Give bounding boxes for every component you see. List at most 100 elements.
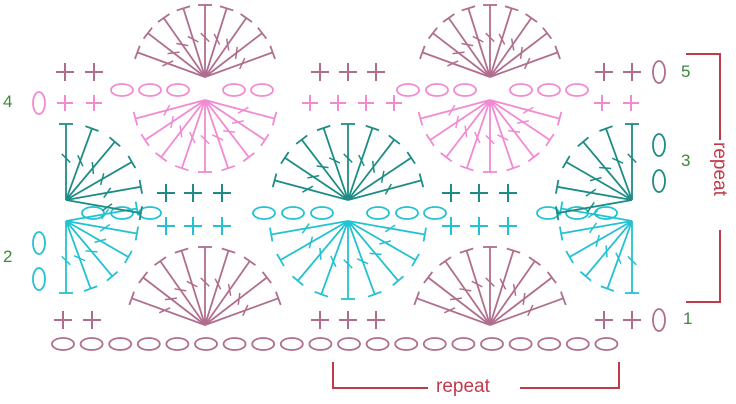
row-4-stitches <box>32 83 639 173</box>
double-crochet <box>489 17 533 78</box>
double-crochet-slash <box>176 42 189 47</box>
double-crochet-top <box>140 133 150 147</box>
double-crochet-slash <box>343 259 353 269</box>
double-crochet <box>465 250 491 326</box>
single-crochet <box>594 95 610 111</box>
single-crochet <box>56 63 74 81</box>
double-crochet <box>301 139 349 201</box>
chain-stitch <box>425 83 449 97</box>
chain-stitch <box>32 267 46 291</box>
double-crochet-top <box>419 45 426 60</box>
double-crochet-top <box>504 5 519 12</box>
double-crochet <box>65 199 142 215</box>
double-crochet-top <box>275 291 282 306</box>
single-crochet <box>442 184 460 202</box>
double-crochet-slash <box>605 245 608 258</box>
double-crochet <box>582 141 633 201</box>
double-crochet-slash <box>627 153 637 163</box>
single-crochet <box>623 311 641 329</box>
double-crochet-top <box>556 111 563 126</box>
double-crochet-top <box>261 271 272 284</box>
double-crochet-top <box>128 291 135 306</box>
double-crochet-top <box>269 45 276 60</box>
double-crochet-top <box>440 152 453 163</box>
double-crochet <box>204 99 266 141</box>
double-crochet <box>274 179 349 201</box>
chain-stitch <box>480 337 504 351</box>
double-crochet <box>204 99 229 169</box>
double-crochet <box>606 220 633 289</box>
double-crochet-top <box>157 13 170 23</box>
double-crochet-slash <box>343 153 353 163</box>
double-crochet-top <box>138 179 143 194</box>
double-crochet-slash <box>611 157 624 164</box>
chain-stitch <box>537 337 562 351</box>
double-crochet-top <box>242 152 255 163</box>
row-number-2: 2 <box>3 247 13 266</box>
double-crochet-slash <box>61 255 71 266</box>
double-crochet <box>420 99 491 120</box>
double-crochet-slash <box>497 134 509 141</box>
chain-stitch <box>165 337 190 351</box>
double-crochet <box>565 161 633 201</box>
double-crochet-slash <box>508 129 521 133</box>
double-crochet <box>159 260 206 326</box>
double-crochet-slash <box>589 176 602 182</box>
double-crochet <box>489 276 553 326</box>
double-crochet-top <box>422 227 427 242</box>
double-crochet-top <box>600 285 615 292</box>
double-crochet-slash <box>452 51 465 55</box>
double-crochet-top <box>314 291 329 298</box>
single-crochet <box>85 63 103 81</box>
chain-stitch <box>252 206 276 220</box>
double-crochet-slash <box>472 35 484 43</box>
double-crochet-top <box>459 165 474 172</box>
single-crochet <box>86 95 102 111</box>
double-crochet <box>432 32 491 78</box>
double-crochet-slash <box>100 208 110 220</box>
double-crochet-top <box>555 206 560 221</box>
double-crochet-top <box>176 5 191 12</box>
single-crochet <box>499 217 517 235</box>
double-crochet-slash <box>522 106 534 114</box>
single-crochet <box>386 95 402 111</box>
single-crochet <box>302 95 318 111</box>
double-crochet-slash <box>187 35 199 43</box>
side-repeat-bracket <box>686 53 721 303</box>
chain-stitch <box>451 337 476 351</box>
double-crochet <box>347 220 425 236</box>
double-crochet <box>489 99 535 158</box>
double-crochet <box>204 260 251 326</box>
bottom-repeat-bracket <box>332 362 620 389</box>
chain-stitch <box>422 337 447 351</box>
double-crochet <box>347 220 399 282</box>
double-crochet-slash <box>186 280 198 288</box>
double-crochet-slash <box>448 104 456 116</box>
double-crochet-top <box>439 256 452 266</box>
double-crochet-top <box>221 247 236 254</box>
double-crochet-slash <box>498 33 506 45</box>
double-crochet <box>560 220 633 235</box>
chain-stitch <box>308 337 333 351</box>
double-crochet-top <box>423 271 434 284</box>
double-crochet <box>280 220 349 261</box>
double-crochet-top <box>280 151 290 165</box>
double-crochet-top <box>257 27 268 40</box>
double-crochet-top <box>442 13 455 23</box>
single-crochet <box>213 184 231 202</box>
double-crochet-top <box>406 151 416 165</box>
row-number-1: 1 <box>683 309 693 328</box>
double-crochet-top <box>545 133 555 147</box>
chain-stitch <box>136 337 161 351</box>
double-crochet-slash <box>85 250 98 253</box>
double-crochet-slash <box>188 131 196 144</box>
double-crochet-top <box>154 256 167 266</box>
row-number-3: 3 <box>681 151 691 170</box>
double-crochet-slash <box>212 134 224 141</box>
double-crochet <box>416 297 491 326</box>
double-crochet-slash <box>455 115 459 129</box>
double-crochet-top <box>527 152 540 163</box>
single-crochet <box>367 63 385 81</box>
double-crochet-slash <box>242 304 249 317</box>
double-crochet <box>65 220 113 277</box>
